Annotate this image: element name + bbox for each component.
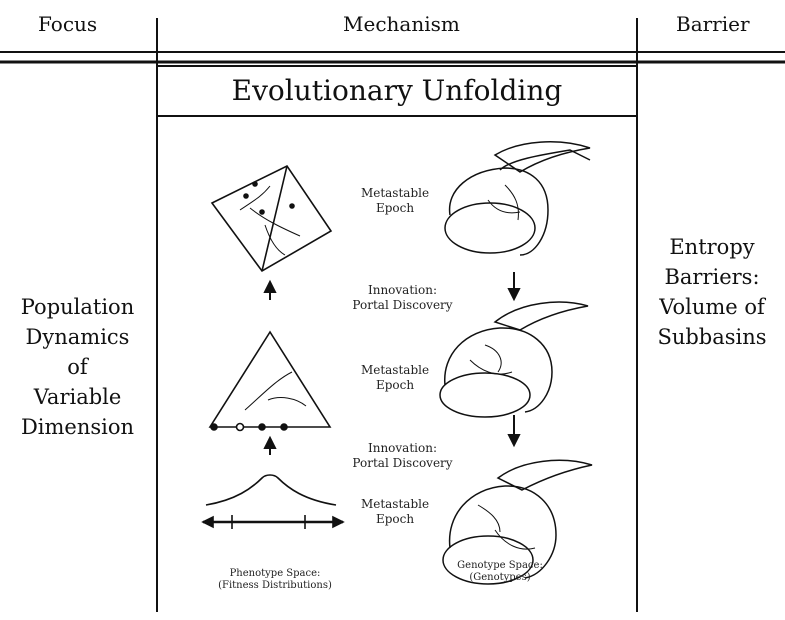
basin-2 (439, 301, 589, 418)
metastable-epoch-label-1: Metastable Epoch (345, 186, 445, 216)
tetrahedron-drawing (210, 164, 333, 273)
focus-line-4: Variable (33, 385, 122, 409)
barrier-description: Entropy Barriers: Volume of Subbasins (639, 232, 785, 352)
portal-discovery-label-line: Portal Discovery (352, 298, 453, 312)
epoch-label-line: Epoch (375, 201, 415, 215)
innovation-label-1: Innovation: Portal Discovery (345, 283, 460, 313)
genotype-caption-line-2: (Genotypes) (469, 572, 531, 583)
basin-3 (442, 459, 593, 585)
epoch-label-line: Epoch (375, 512, 415, 526)
barrier-line-1: Entropy (669, 235, 755, 259)
epoch-label-line: Epoch (375, 378, 415, 392)
arrow-up-1 (263, 279, 277, 300)
genotype-caption-line-1: Genotype Space: (457, 560, 543, 571)
arrow-down-2 (507, 415, 521, 448)
triangle-drawing (208, 330, 332, 432)
focus-description: Population Dynamics of Variable Dimensio… (0, 292, 155, 442)
metastable-label-line: Metastable (360, 186, 430, 200)
phenotype-caption-line-2: (Fitness Distributions) (218, 580, 332, 591)
innovation-label-2: Innovation: Portal Discovery (345, 441, 460, 471)
innovation-label-line: Innovation: (367, 441, 437, 455)
focus-line-5: Dimension (20, 415, 135, 439)
barrier-line-2: Barriers: (664, 265, 760, 289)
header-mechanism: Mechanism (343, 12, 460, 36)
arrow-down-1 (507, 272, 521, 302)
focus-line-2: Dynamics (25, 325, 130, 349)
focus-line-3: of (67, 355, 88, 379)
metastable-epoch-label-3: Metastable Epoch (345, 497, 445, 527)
header-barrier: Barrier (676, 12, 750, 36)
diagram-title: Evolutionary Unfolding (231, 74, 563, 107)
title-box (156, 65, 638, 117)
fitness-distribution (201, 474, 345, 529)
portal-discovery-label-line: Portal Discovery (352, 456, 453, 470)
phenotype-caption-line-1: Phenotype Space: (229, 568, 321, 579)
genotype-caption: Genotype Space: (Genotypes) (440, 560, 560, 584)
innovation-label-line: Innovation: (367, 283, 437, 297)
metastable-epoch-label-2: Metastable Epoch (345, 363, 445, 393)
header-focus: Focus (38, 12, 98, 36)
focus-line-1: Population (20, 295, 135, 319)
basin-1 (444, 149, 591, 256)
barrier-line-3: Volume of (659, 295, 765, 319)
barrier-line-4: Subbasins (657, 325, 767, 349)
basin-1-funnel (493, 141, 591, 173)
phenotype-caption: Phenotype Space: (Fitness Distributions) (195, 568, 355, 592)
metastable-label-line: Metastable (360, 363, 430, 377)
metastable-label-line: Metastable (360, 497, 430, 511)
arrow-up-2 (263, 435, 277, 455)
